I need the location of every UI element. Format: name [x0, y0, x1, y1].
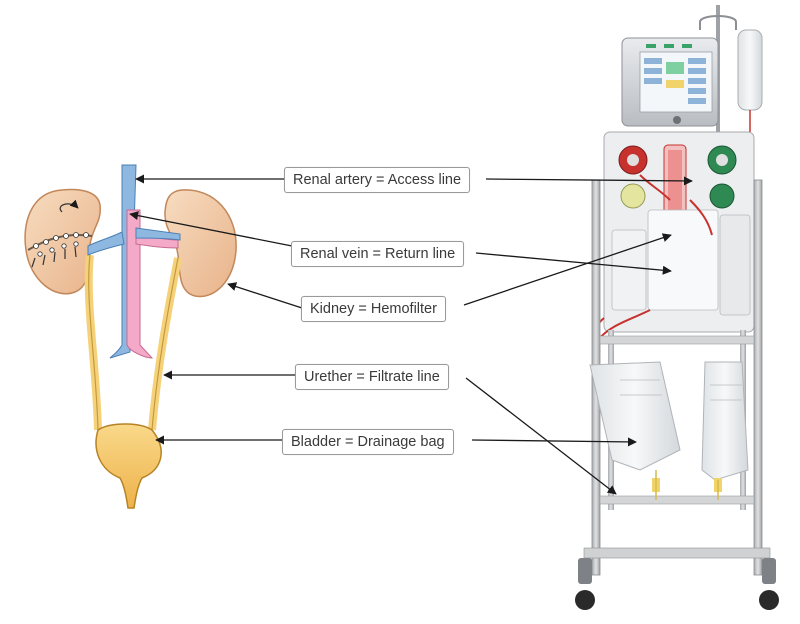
label-return-line: Renal vein = Return line [291, 241, 465, 267]
fluid-bag-icon [737, 29, 763, 140]
ureter-tubes [84, 254, 182, 431]
arrow-drainage-right [471, 437, 637, 447]
label-hemofilter: Kidney = Hemofilter [301, 296, 446, 322]
label-filtrate-line: Urether = Filtrate line [295, 364, 449, 390]
arrow-return-right [475, 252, 672, 275]
arrow-kidney-left [227, 282, 303, 309]
crrt-machine-icon [575, 5, 779, 610]
kidney-icon [24, 188, 237, 298]
arrow-filtrate-right [465, 377, 617, 495]
arrow-kidney-right [463, 233, 672, 306]
arrow-return-left [129, 211, 293, 247]
connector-arrows [129, 174, 693, 495]
bladder-icon [95, 423, 162, 509]
label-access-line: Renal artery = Access line [284, 167, 471, 193]
arrow-access-right [485, 176, 693, 186]
label-drainage-bag: Bladder = Drainage bag [282, 429, 454, 455]
